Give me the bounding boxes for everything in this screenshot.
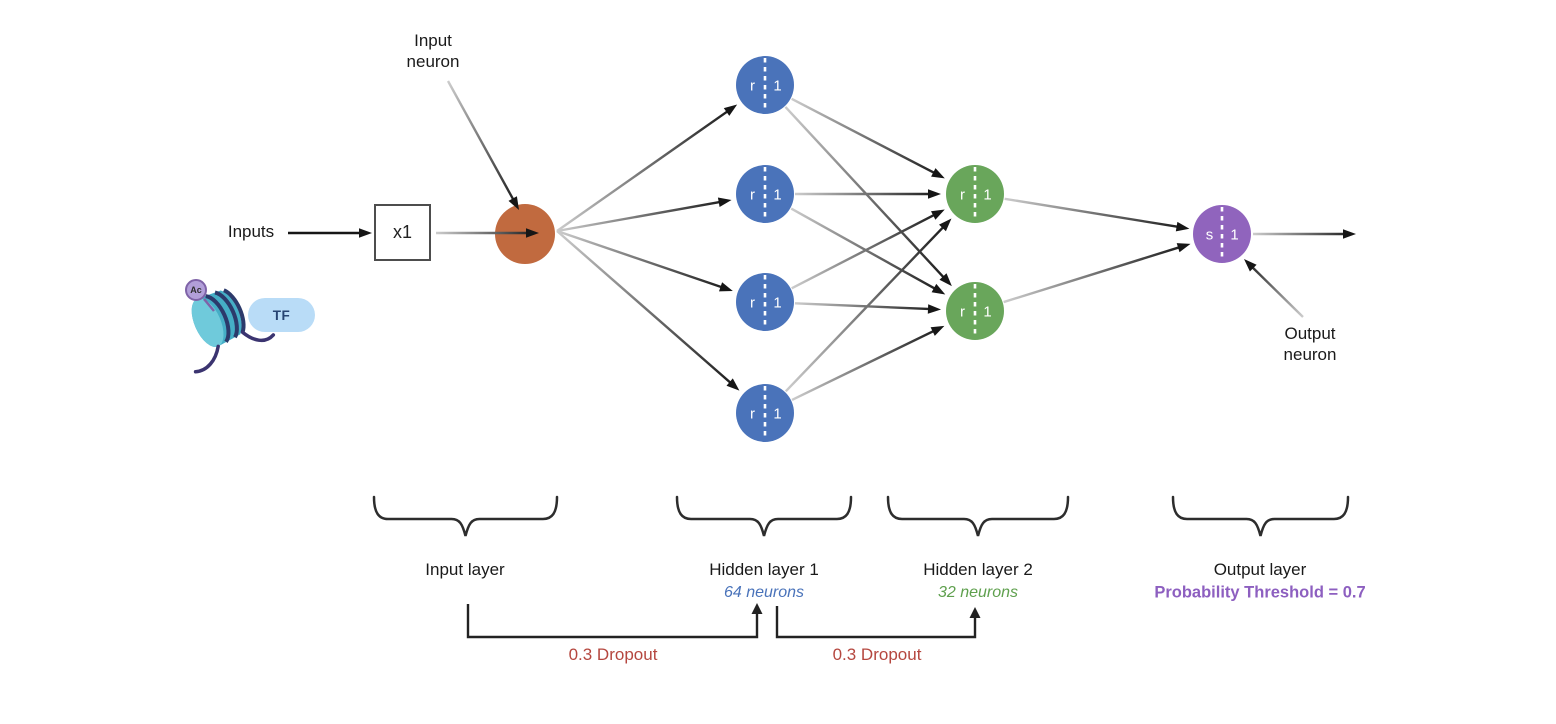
output-layer-label: Output layer [1213,560,1307,579]
hidden-layer-2-label: Hidden layer 2 [923,560,1033,579]
neuron-activation-label: r [750,295,755,312]
neuron-output-label: 1 [773,187,781,204]
neuron-output-label: 1 [773,406,781,423]
dropout-bracket [775,606,977,639]
input-to-hidden1-arrow [556,197,732,233]
hidden1-to-hidden2-arrow [784,218,952,393]
dna-strand-icon [205,294,231,343]
neuron-activation-label: r [750,78,755,95]
output-arrow [1253,229,1356,239]
tf-pill-label: TF [272,307,291,323]
tf-pill-icon: TF [248,298,315,332]
dropout-label-2: 0.3 Dropout [832,645,922,664]
neuron-activation-label: r [750,187,755,204]
neuron-output-label: 1 [983,304,991,321]
ac-badge-stick [203,298,215,312]
nucleosome-disc [191,288,276,374]
hidden-layer-2-brace [886,495,1070,537]
output-layer-brace [1171,495,1350,537]
hidden1-to-hidden2-arrow [791,97,945,179]
input-to-hidden1-arrow [556,230,740,391]
hidden-layer-1-brace [675,495,853,537]
input-layer-label: Input layer [425,560,505,579]
hidden1-to-hidden2-arrow [790,207,946,295]
dropout-bracket [466,604,759,639]
dropout-label-1: 0.3 Dropout [568,645,658,664]
neuron-activation-label: s [1206,227,1214,244]
hidden-layer-1-neuron-count: 64 neurons [723,584,805,601]
input-layer-brace [372,495,559,537]
neuron-activation-label: r [750,406,755,423]
hidden1-to-hidden2-arrow [794,302,942,314]
neuron-output-label: 1 [983,187,991,204]
probability-threshold-label: Probability Threshold = 0.7 [1154,583,1366,602]
dna-strand-icon [222,288,246,333]
ac-badge-icon: Ac [185,279,207,301]
x1-to-input-neuron-arrow [436,228,539,238]
hidden1-to-hidden2-arrow [795,189,941,199]
hidden2-to-output-arrow [1004,197,1190,232]
x1-label: x1 [392,222,412,242]
hidden-layer-1-label: Hidden layer 1 [709,560,819,579]
inputs-arrow [288,228,372,238]
dna-tail-icon [240,330,276,343]
inputs-label: Inputs [227,222,275,241]
ac-badge-label: Ac [190,285,202,295]
x1-input-box: x1 [374,204,431,261]
output-neuron-pointer-arrow [1244,259,1304,318]
hidden1-to-hidden2-arrow [791,325,945,401]
dropout-bracket-arrowhead [751,603,763,614]
hidden-layer-2-neuron-count: 32 neurons [937,584,1019,601]
neuron-activation-label: r [960,187,965,204]
input-neuron-label: Input neuron [406,31,460,71]
hidden2-to-output-arrow [1003,243,1191,304]
dropout-bracket-arrowhead [969,607,981,618]
dna-strand-icon [214,290,239,339]
output-neuron-label: Output neuron [1283,324,1337,364]
nucleosome-face [191,298,224,347]
neuron-output-label: 1 [773,78,781,95]
input-to-hidden1-arrow [556,104,738,232]
input-neuron-pointer-arrow [446,80,519,210]
input-to-hidden1-arrow [556,229,733,292]
neuron-activation-label: r [960,304,965,321]
neuron-output-label: 1 [1230,227,1238,244]
nucleosome-icon [191,288,276,374]
neuron-output-label: 1 [773,295,781,312]
hidden1-to-hidden2-arrow [784,106,952,287]
dna-tail-icon [193,344,220,374]
hidden1-to-hidden2-arrow [791,209,945,290]
